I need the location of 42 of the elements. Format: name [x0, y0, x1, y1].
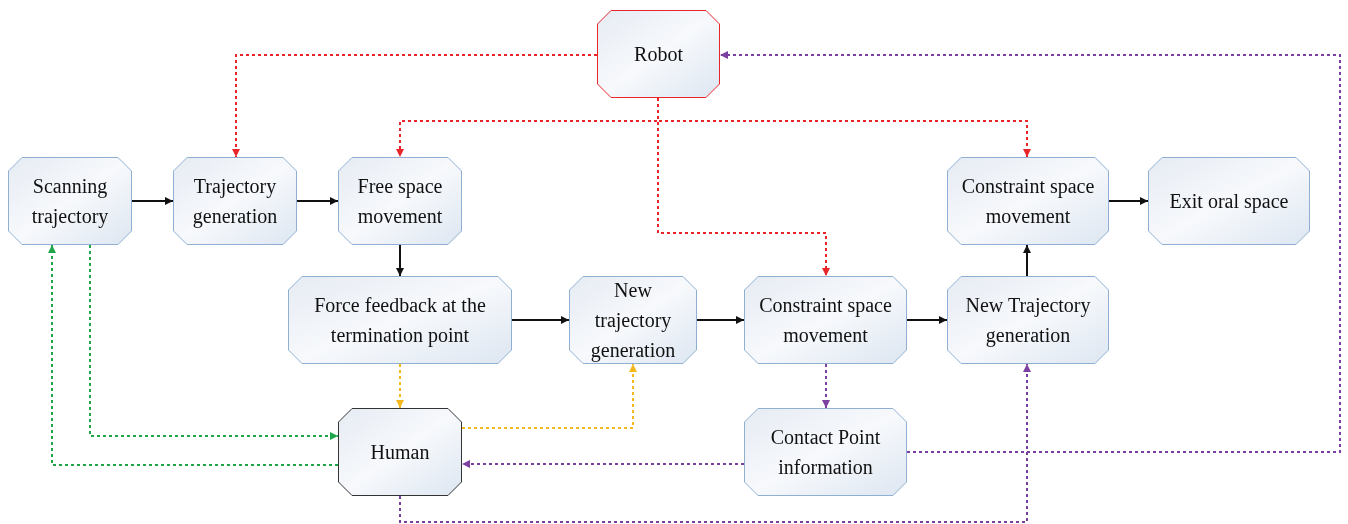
- process-box: [1148, 157, 1310, 245]
- node-label: Human: [369, 440, 431, 465]
- arrow: [719, 51, 1341, 453]
- arrow: [1023, 244, 1031, 277]
- node-label: Trajectory generation: [191, 174, 279, 230]
- process-box: [597, 10, 720, 98]
- arrow: [657, 97, 830, 277]
- arrow: [822, 363, 830, 409]
- arrow: [461, 460, 745, 468]
- arrow: [399, 363, 1031, 523]
- node-label: Scanning trajectory: [30, 174, 110, 230]
- arrow: [396, 244, 404, 277]
- process-box: [744, 408, 907, 496]
- process-box: [338, 408, 462, 496]
- node-label: Exit oral space: [1168, 189, 1290, 215]
- process-box: [947, 157, 1109, 245]
- arrow: [296, 197, 339, 205]
- process-box: [947, 276, 1109, 364]
- node-label: New Trajectory generation: [964, 293, 1092, 349]
- node-label: Free space movement: [356, 174, 444, 229]
- node-label: New trajectory generation: [589, 278, 677, 364]
- node-label: Constraint space movement: [758, 293, 893, 348]
- arrow: [461, 363, 637, 429]
- arrow: [1108, 197, 1149, 205]
- node-label: Force feedback at the termination point: [313, 293, 487, 349]
- node-label: Constraint space movement: [960, 174, 1096, 229]
- process-box: [8, 157, 132, 245]
- node-label: Contact Point information: [769, 425, 882, 480]
- process-box: [569, 276, 697, 364]
- process-box: [288, 276, 512, 364]
- arrow: [131, 197, 174, 205]
- arrow: [48, 244, 339, 466]
- process-box: [173, 157, 297, 245]
- arrow: [511, 316, 570, 324]
- process-box: [338, 157, 462, 245]
- arrow: [89, 244, 339, 440]
- arrow: [232, 54, 598, 158]
- arrow: [396, 363, 404, 409]
- arrow: [696, 316, 745, 324]
- node-label: Robot: [633, 42, 684, 67]
- process-box: [744, 276, 907, 364]
- arrow: [906, 316, 948, 324]
